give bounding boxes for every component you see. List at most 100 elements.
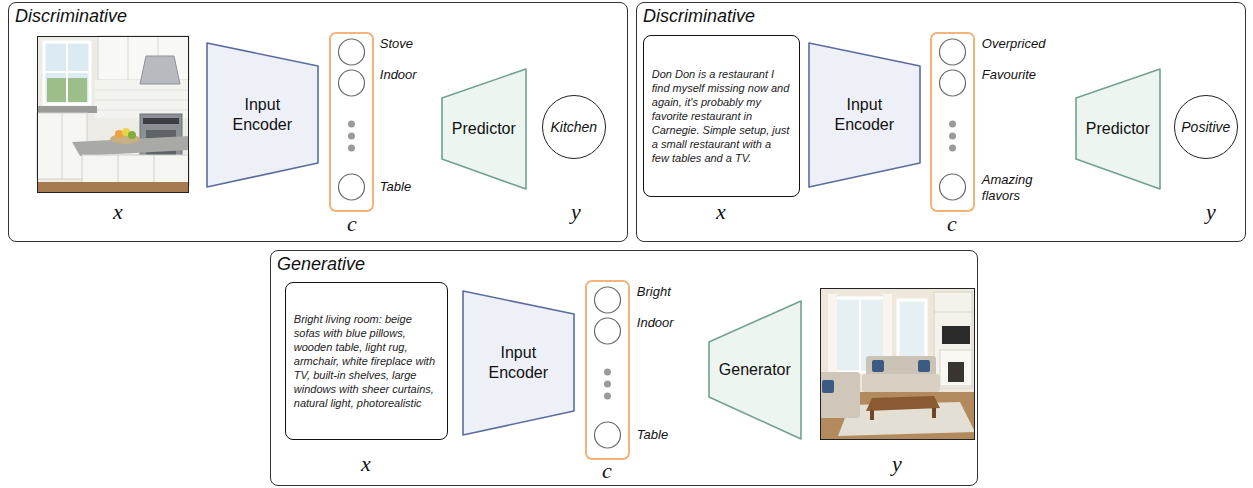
trapezoid-outline <box>808 42 921 188</box>
panel-title: Generative <box>277 254 365 274</box>
math-symbol: y <box>1191 200 1231 224</box>
kitchen-photo-part <box>62 113 63 179</box>
concept-slot: Indoor <box>380 67 417 83</box>
ellipsis-dots-part <box>604 381 611 388</box>
kitchen-photo-part <box>128 131 136 139</box>
concept-circles-part <box>940 39 966 65</box>
concept-slot: Amazing flavors <box>982 172 1044 204</box>
ellipsis-dots-part <box>348 133 355 140</box>
kitchen-photo-part <box>140 56 180 84</box>
math-symbol: c <box>332 212 372 236</box>
living-room-photo-part <box>828 294 837 376</box>
living-room-photo-part <box>834 298 886 372</box>
block-label: Input Encoder <box>473 343 564 383</box>
kitchen-photo-part <box>44 71 90 73</box>
concept-label: Table <box>380 179 411 195</box>
math-symbol: y <box>877 452 917 476</box>
math-symbol: x <box>98 200 138 224</box>
concept-slot: Indoor <box>637 315 674 331</box>
math-symbol: y <box>556 200 596 224</box>
trapezoid-outline <box>462 290 575 436</box>
ellipsis-dots-part <box>348 121 355 128</box>
predictor-trapezoid: Predictor <box>441 68 527 190</box>
concept-label: Table <box>637 427 668 443</box>
trapezoid-shape <box>207 43 318 187</box>
math-symbol-slot: y <box>1191 200 1231 224</box>
output-label: Positive <box>1181 119 1230 135</box>
concept-circles-part <box>940 70 966 96</box>
panel-title: Discriminative <box>643 6 755 26</box>
concept-slot: Stove <box>380 36 413 52</box>
concept-label: Favourite <box>982 67 1036 83</box>
kitchen-photo-part <box>37 182 189 193</box>
trapezoid-outline <box>206 42 319 188</box>
encoder-trapezoid: Input Encoder <box>462 290 575 436</box>
living-room-photo-part <box>820 372 860 418</box>
concept-circles-part <box>339 70 365 96</box>
concept-circles-part <box>940 174 966 200</box>
trapezoid-shape <box>1076 69 1160 189</box>
concept-slot: Overpriced <box>982 36 1046 52</box>
living-room-photo-part <box>870 410 874 420</box>
living-room-photo-part <box>948 362 964 382</box>
living-room-photo-part <box>821 289 975 440</box>
output-circle: Positive <box>1174 95 1238 159</box>
living-room-photo-part <box>859 298 861 372</box>
kitchen-photo <box>37 36 189 193</box>
concept-circles-part <box>595 287 621 313</box>
text-input-box: Don Don is a restaurant I find myself mi… <box>643 35 800 197</box>
trapezoid-shape <box>463 291 574 435</box>
math-symbol-slot: c <box>332 212 372 236</box>
concept-circles-part <box>595 422 621 448</box>
concept-label: Amazing flavors <box>982 172 1044 204</box>
ellipsis-dots-part <box>604 369 611 376</box>
concept-circles-part <box>595 318 621 344</box>
living-room-photo-part <box>820 288 975 440</box>
kitchen-photo-part <box>128 36 129 80</box>
living-room-photo-part <box>932 408 936 418</box>
block-label: Predictor <box>1086 119 1150 139</box>
math-symbol: c <box>932 212 972 236</box>
kitchen-photo-part <box>95 90 189 91</box>
math-symbol: x <box>346 452 386 476</box>
concept-label: Indoor <box>637 315 674 331</box>
math-symbol-slot: c <box>932 212 972 236</box>
living-room-photo <box>820 288 975 440</box>
concept-label: Indoor <box>380 67 417 83</box>
concept-bottleneck: OverpricedFavouriteAmazing flavors <box>930 32 975 212</box>
kitchen-photo-part <box>37 106 97 113</box>
living-room-photo-part <box>862 374 940 392</box>
input-text: Don Don is a restaurant I find myself mi… <box>652 67 791 165</box>
kitchen-photo-part <box>95 100 189 101</box>
concept-slot: Table <box>380 179 411 195</box>
living-room-photo-part <box>940 350 972 386</box>
input-text: Bright living room: beige sofas with blu… <box>294 312 439 410</box>
living-room-photo-part <box>934 312 972 313</box>
living-room-photo-part <box>872 360 884 372</box>
ellipsis-dots-part <box>348 145 355 152</box>
block-label: Generator <box>719 360 791 380</box>
kitchen-photo-part <box>95 80 189 118</box>
living-room-photo-part <box>866 396 940 411</box>
math-symbol-slot: x <box>346 452 386 476</box>
math-symbol-slot: y <box>556 200 596 224</box>
math-symbol-slot: x <box>701 200 741 224</box>
concept-slot: Table <box>637 427 668 443</box>
output-circle: Kitchen <box>542 95 606 159</box>
block-label: Input Encoder <box>217 95 308 135</box>
math-symbol: c <box>587 459 627 483</box>
kitchen-photo-part <box>44 42 90 104</box>
ellipsis-dots-part <box>949 121 956 128</box>
concept-label: Stove <box>380 36 413 52</box>
living-room-photo-part <box>822 380 834 393</box>
encoder-trapezoid: Input Encoder <box>206 42 319 188</box>
ellipsis-dots-part <box>949 133 956 140</box>
output-label: Kitchen <box>550 119 597 135</box>
trapezoid-shape <box>442 69 526 189</box>
ellipsis-dots-part <box>604 393 611 400</box>
kitchen-photo-part <box>38 37 189 193</box>
encoder-trapezoid: Input Encoder <box>808 42 921 188</box>
kitchen-photo-part <box>118 155 119 185</box>
